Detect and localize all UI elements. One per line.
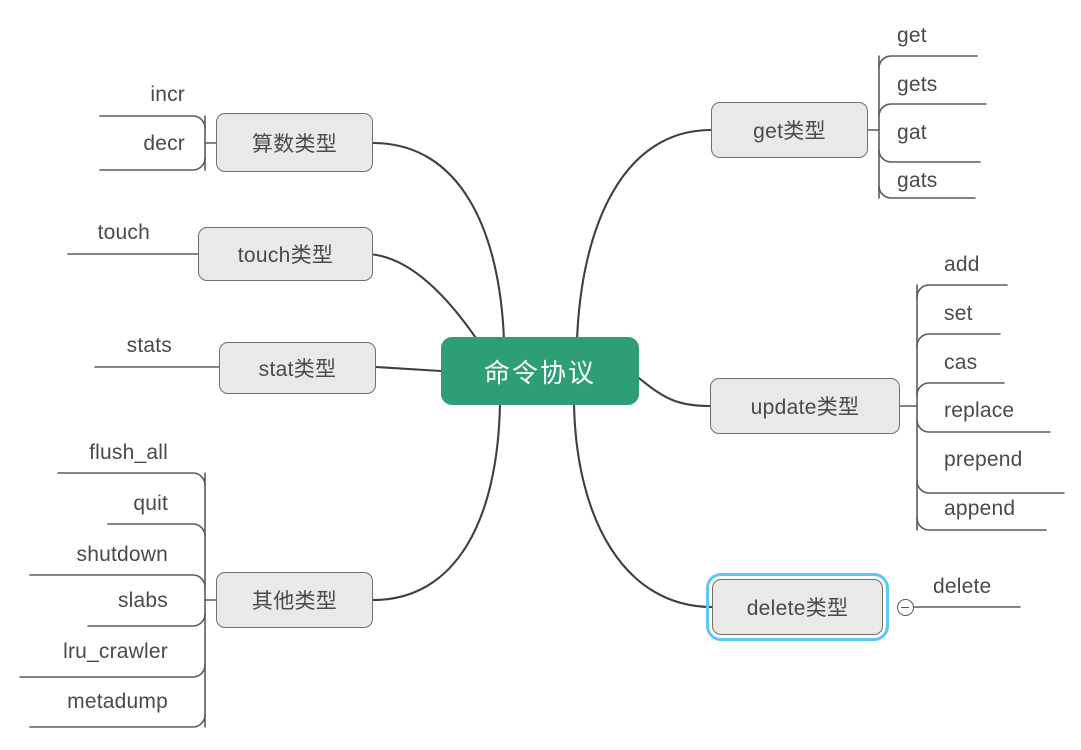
leaf-gat[interactable]: gat — [897, 122, 927, 143]
leaf-append[interactable]: append — [944, 498, 1015, 519]
leaf-replace[interactable]: replace — [944, 400, 1014, 421]
leaf-gets-label: gets — [897, 73, 938, 96]
branch-node-delete[interactable]: delete类型 — [706, 573, 889, 641]
bracket-gets — [878, 103, 987, 117]
leaf-get[interactable]: get — [897, 25, 927, 46]
leaf-append-label: append — [944, 497, 1016, 520]
leaf-touch-label: touch — [97, 221, 150, 244]
leaf-gats[interactable]: gats — [897, 170, 938, 191]
root-node-label: 命令协议 — [483, 357, 596, 388]
leaf-shutdown[interactable]: shutdown — [0, 544, 176, 565]
edge-root-other — [371, 401, 502, 602]
bracket-cas — [916, 382, 1005, 396]
leaf-lru-crawler[interactable]: lru_crawler — [0, 641, 176, 662]
branch-node-delete-label: delete类型 — [746, 597, 849, 620]
leaf-add[interactable]: add — [944, 254, 980, 275]
branch-node-update-label: update类型 — [750, 396, 860, 419]
leaf-replace-label: replace — [944, 399, 1015, 422]
leaf-stats-label: stats — [126, 334, 172, 357]
leaf-flush-all[interactable]: flush_all — [0, 442, 176, 463]
branch-node-touch[interactable]: touch类型 — [198, 227, 373, 281]
leaf-flush-all-label: flush_all — [89, 441, 168, 464]
bracket-lru-crawler — [19, 664, 206, 678]
edge-root-touch — [363, 252, 480, 343]
leaf-get-label: get — [897, 24, 927, 47]
edge-root-stat — [374, 365, 443, 373]
leaf-delete-label: delete — [933, 575, 992, 598]
leaf-decr[interactable]: decr — [0, 133, 193, 154]
bracket-shutdown — [29, 574, 206, 588]
bracket-add — [916, 284, 1008, 298]
bracket-set — [916, 333, 1001, 347]
branch-node-other[interactable]: 其他类型 — [216, 572, 373, 628]
leaf-quit[interactable]: quit — [0, 493, 176, 514]
edge-root-delete — [572, 401, 714, 609]
bracket-slabs — [87, 613, 206, 627]
edge-root-arith — [371, 141, 506, 343]
bracket-metadump — [29, 714, 206, 728]
bracket-quit — [107, 523, 206, 537]
leaf-stats[interactable]: stats — [0, 335, 180, 356]
bracket-decr — [99, 157, 206, 171]
branch-node-update[interactable]: update类型 — [710, 378, 900, 434]
bracket-flush-all — [57, 472, 206, 486]
leaf-gat-label: gat — [897, 121, 927, 144]
leaf-set-label: set — [944, 302, 973, 325]
leaf-quit-label: quit — [133, 492, 168, 515]
leaf-set[interactable]: set — [944, 303, 973, 324]
root-node[interactable]: 命令协议 — [441, 337, 639, 405]
leaf-decr-label: decr — [143, 132, 185, 155]
leaf-delete[interactable]: delete — [933, 576, 991, 597]
bracket-prepend — [916, 480, 1065, 494]
leaf-prepend[interactable]: prepend — [944, 449, 1022, 470]
leaf-incr[interactable]: incr — [0, 84, 193, 105]
leaf-touch[interactable]: touch — [0, 222, 158, 243]
bracket-get — [878, 55, 978, 69]
leaf-lru-crawler-label: lru_crawler — [63, 640, 168, 663]
leaf-metadump-label: metadump — [67, 690, 168, 713]
minus-circle-icon[interactable] — [897, 599, 914, 616]
branch-node-get[interactable]: get类型 — [711, 102, 868, 158]
leaf-metadump[interactable]: metadump — [0, 691, 176, 712]
leaf-add-label: add — [944, 253, 980, 276]
leaf-slabs[interactable]: slabs — [0, 590, 176, 611]
edge-root-update — [637, 376, 712, 408]
leaf-prepend-label: prepend — [944, 448, 1023, 471]
leaf-gats-label: gats — [897, 169, 938, 192]
branch-node-other-label: 其他类型 — [251, 590, 338, 613]
bracket-incr — [99, 115, 206, 129]
branch-node-touch-label: touch类型 — [237, 244, 334, 267]
leaf-cas[interactable]: cas — [944, 352, 977, 373]
leaf-cas-label: cas — [944, 351, 978, 374]
branch-node-arith[interactable]: 算数类型 — [216, 113, 373, 172]
edge-root-get — [575, 128, 713, 343]
branch-node-get-label: get类型 — [753, 120, 826, 143]
branch-node-stat-label: stat类型 — [258, 358, 337, 381]
leaf-shutdown-label: shutdown — [76, 543, 168, 566]
leaf-slabs-label: slabs — [117, 589, 168, 612]
leaf-incr-label: incr — [150, 83, 185, 106]
leaf-gets[interactable]: gets — [897, 74, 938, 95]
branch-node-arith-label: 算数类型 — [251, 132, 338, 156]
branch-node-stat[interactable]: stat类型 — [219, 342, 376, 394]
bracket-gat — [878, 149, 981, 163]
